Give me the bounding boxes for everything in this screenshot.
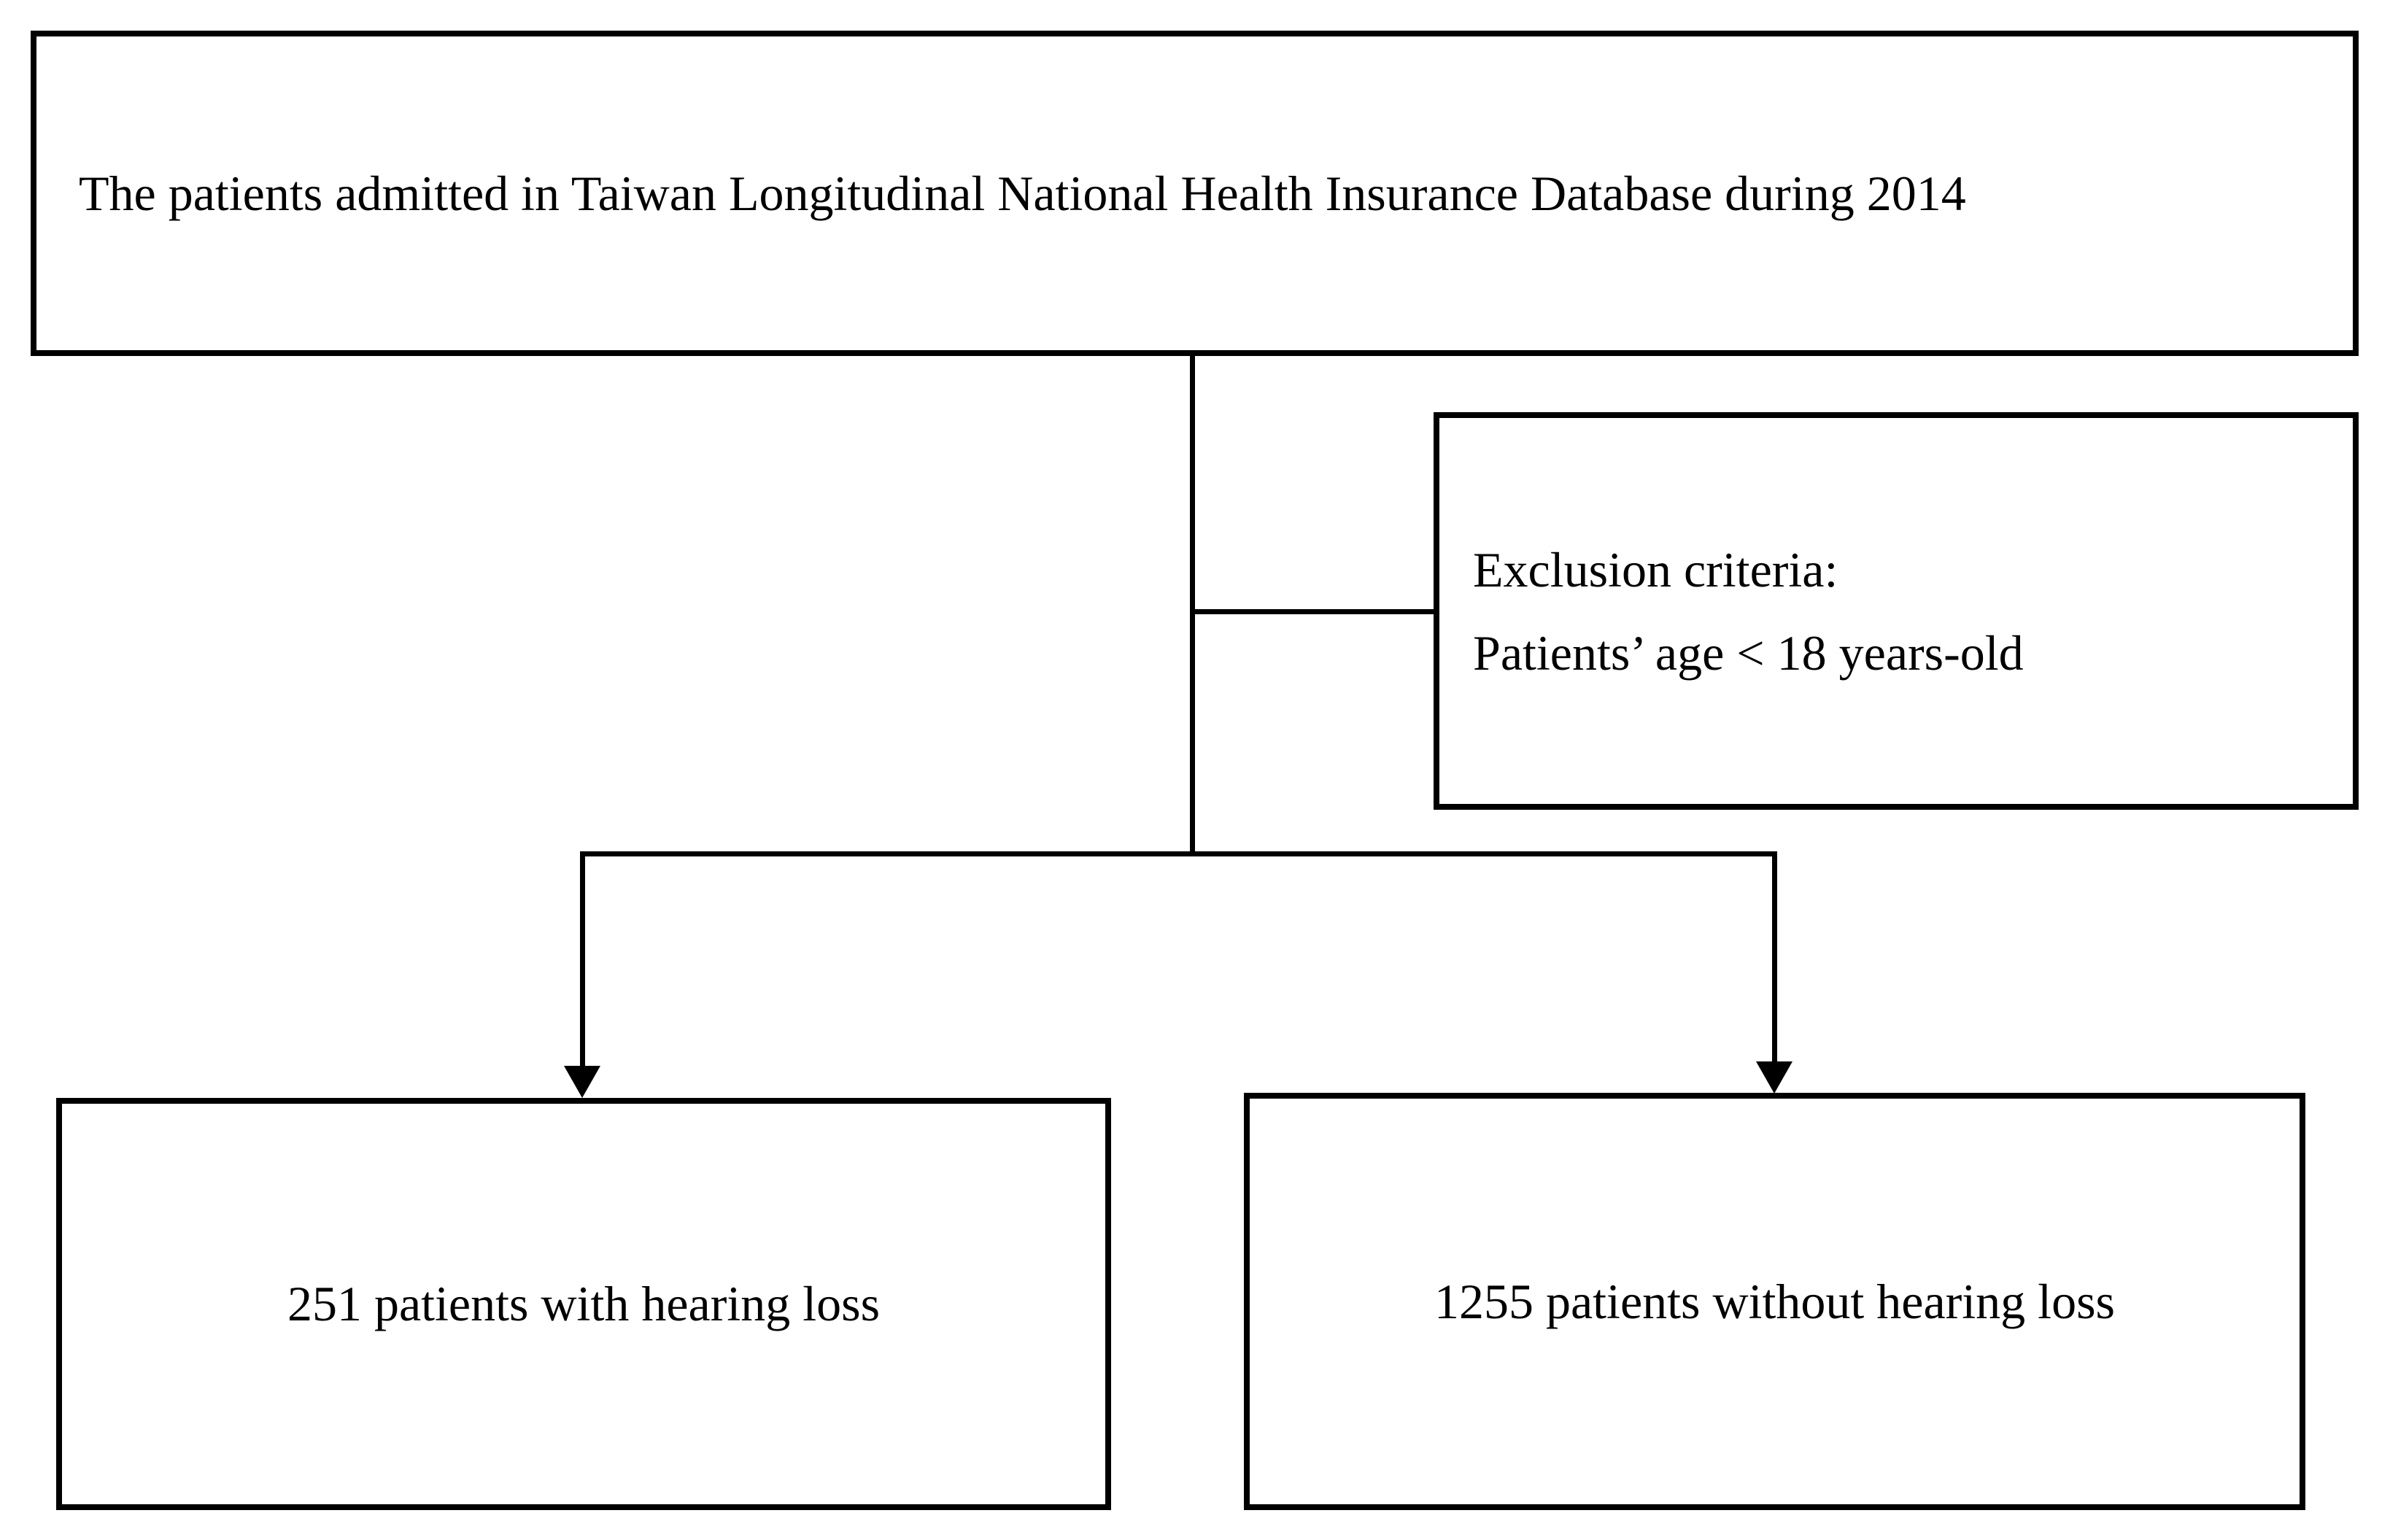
connector-split-branch [580, 851, 1777, 856]
arrow-left-stem [580, 851, 585, 1067]
box-no-hearing-loss-label: 1255 patients without hearing loss [1434, 1273, 2115, 1329]
exclusion-criteria-title: Exclusion criteria: [1473, 541, 1838, 597]
box-exclusion-criteria: Exclusion criteria: Patients’ age < 18 y… [1434, 412, 2359, 810]
box-hearing-loss-label: 251 patients with hearing loss [287, 1276, 881, 1331]
arrow-right-stem [1772, 851, 1777, 1063]
box-hearing-loss-group: 251 patients with hearing loss [56, 1098, 1111, 1510]
box-source-population: The patients admitted in Taiwan Longitud… [31, 31, 2359, 356]
connector-vertical-stem [1190, 356, 1195, 855]
box-no-hearing-loss-group: 1255 patients without hearing loss [1244, 1093, 2305, 1510]
box-source-population-label: The patients admitted in Taiwan Longitud… [79, 165, 1966, 221]
down-arrowhead-left-icon [564, 1066, 600, 1098]
down-arrowhead-right-icon [1756, 1061, 1792, 1094]
exclusion-criteria-rule: Patients’ age < 18 years-old [1473, 624, 2024, 681]
connector-exclusion-spur [1190, 609, 1434, 614]
